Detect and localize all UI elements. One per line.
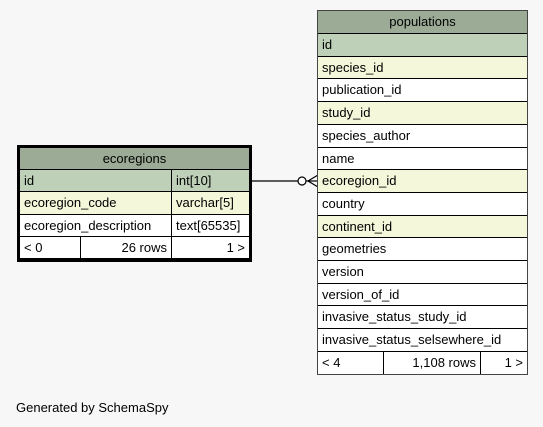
column-type: int[10] xyxy=(172,170,249,191)
column-type: varchar[5] xyxy=(172,192,249,214)
column-name: publication_id xyxy=(322,82,402,97)
ecoregions-column-ecoregion-description[interactable]: ecoregion_description text[65535] xyxy=(20,215,249,236)
zero-optionality-icon xyxy=(297,176,307,186)
ecoregions-footer: < 0 26 rows 1 > xyxy=(20,237,249,258)
column-name: country xyxy=(322,196,365,211)
populations-column-species-id[interactable]: species_id xyxy=(318,57,527,78)
column-name: id xyxy=(322,37,333,52)
column-name: version xyxy=(322,264,364,279)
ecoregions-title-text: ecoregions xyxy=(102,151,167,166)
column-name: id xyxy=(20,170,171,191)
populations-column-id[interactable]: id xyxy=(318,34,527,56)
footer-children-count: 1 > xyxy=(481,352,527,374)
populations-column-ecoregion-id[interactable]: ecoregion_id xyxy=(318,170,527,192)
populations-column-species-author[interactable]: species_author xyxy=(318,125,527,147)
footer-parents-count: < 4 xyxy=(318,352,383,374)
ecoregions-column-ecoregion-code[interactable]: ecoregion_code varchar[5] xyxy=(20,192,249,214)
column-name: species_author xyxy=(322,128,411,143)
populations-column-publication-id[interactable]: publication_id xyxy=(318,79,527,101)
footer-children-count: 1 > xyxy=(172,237,249,258)
column-name: ecoregion_id xyxy=(322,173,397,188)
populations-column-country[interactable]: country xyxy=(318,193,527,215)
column-name: geometries xyxy=(322,241,387,256)
populations-column-invasive-status-study-id[interactable]: invasive_status_study_id xyxy=(318,306,527,328)
column-name: ecoregion_description xyxy=(20,215,171,236)
ecoregions-table[interactable]: ecoregions id int[10] ecoregion_code var… xyxy=(17,145,252,262)
column-name: study_id xyxy=(322,105,371,120)
column-name: invasive_status_selsewhere_id xyxy=(322,332,502,347)
ecoregions-table-title[interactable]: ecoregions xyxy=(20,148,249,169)
schemaspy-credit: Generated by SchemaSpy xyxy=(16,400,169,415)
column-type: text[65535] xyxy=(172,215,249,236)
footer-row-count: 1,108 rows xyxy=(384,352,480,374)
column-name: invasive_status_study_id xyxy=(322,309,467,324)
populations-footer: < 4 1,108 rows 1 > xyxy=(318,352,527,374)
footer-parents-count: < 0 xyxy=(20,237,80,258)
footer-row-count: 26 rows xyxy=(81,237,171,258)
populations-column-geometries[interactable]: geometries xyxy=(318,238,527,260)
ecoregions-column-id[interactable]: id int[10] xyxy=(20,170,249,191)
populations-column-version-of-id[interactable]: version_of_id xyxy=(318,284,527,305)
crows-foot-icon xyxy=(307,174,319,182)
populations-column-invasive-status-selsewhere-id[interactable]: invasive_status_selsewhere_id xyxy=(318,329,527,351)
column-name: name xyxy=(322,151,355,166)
column-name: ecoregion_code xyxy=(20,192,171,214)
populations-column-name[interactable]: name xyxy=(318,148,527,169)
column-name: continent_id xyxy=(322,219,393,234)
column-name: species_id xyxy=(322,60,384,75)
populations-title-text: populations xyxy=(389,14,456,29)
populations-column-continent-id[interactable]: continent_id xyxy=(318,216,527,237)
populations-table-title[interactable]: populations xyxy=(318,11,527,33)
populations-column-study-id[interactable]: study_id xyxy=(318,102,527,124)
populations-column-version[interactable]: version xyxy=(318,261,527,283)
column-name: version_of_id xyxy=(322,287,400,302)
